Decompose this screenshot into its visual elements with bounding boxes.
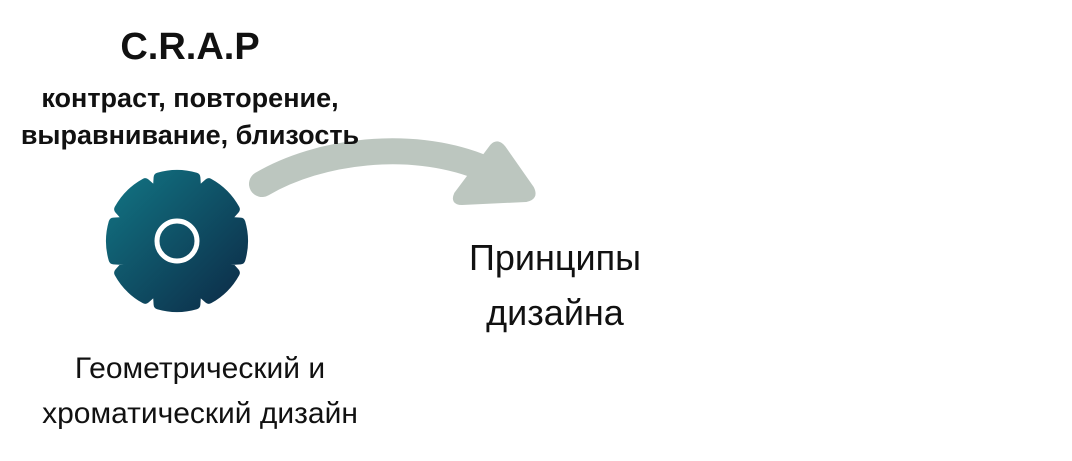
design-principles-line-1: Принципы <box>469 237 641 278</box>
geometric-chromatic-design-label: Геометрический и хроматический дизайн <box>0 346 400 436</box>
gear-icon <box>105 169 249 313</box>
geometric-design-line-2: хроматический дизайн <box>42 397 358 430</box>
gear-body <box>105 169 249 313</box>
curved-arrow <box>249 138 536 205</box>
geometric-design-line-1: Геометрический и <box>74 352 326 385</box>
gear-center-ring <box>154 218 200 264</box>
crap-description-line-2: выравнивание, близость <box>20 120 360 150</box>
crap-description-line-1: контраст, повторение, <box>41 83 339 113</box>
design-principles-label: Принципы дизайна <box>430 230 680 340</box>
crap-title: C.R.A.P <box>120 26 260 68</box>
arrow-head <box>452 141 536 205</box>
design-principles-line-2: дизайна <box>486 292 624 333</box>
crap-description: контраст, повторение, выравнивание, близ… <box>0 80 380 154</box>
arrow-shaft <box>249 138 491 197</box>
